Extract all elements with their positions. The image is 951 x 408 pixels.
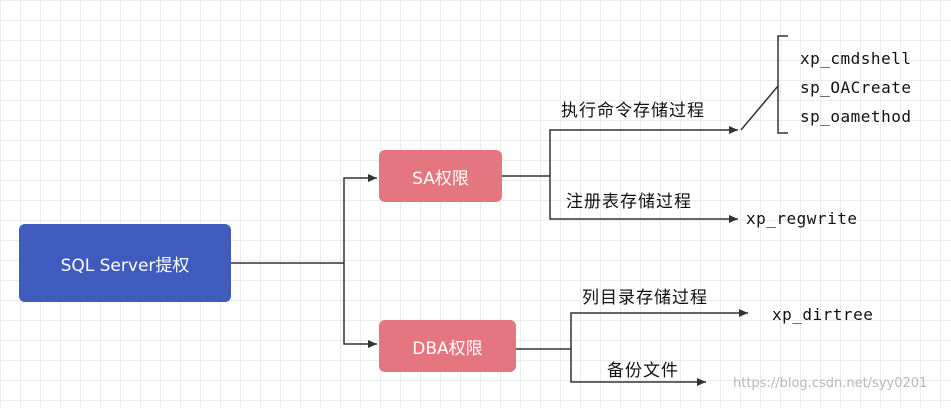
connector-root-to-dba [343,263,377,348]
connector-sa-to-reg [549,176,738,223]
exec-bracket-connector [740,85,779,131]
connector-sa-to-exec [549,126,738,176]
connector-root-to-sa [343,174,377,263]
procedure-xp-dirtree: xp_dirtree [772,305,874,324]
procedure-sp-oamethod: sp_oamethod [800,107,912,126]
registry-procedures-label: 注册表存储过程 [566,192,692,212]
procedure-sp-oacreate: sp_OACreate [800,78,912,97]
exec-command-procedures-label: 执行命令存储过程 [561,101,705,121]
backup-file-label: 备份文件 [607,361,679,381]
procedure-xp-regwrite: xp_regwrite [746,209,858,228]
connector-dba-to-dir [570,309,748,349]
procedure-xp-cmdshell: xp_cmdshell [800,49,912,68]
dba-permission-node: DBA权限 [379,320,516,372]
connector-dba-to-backup [570,349,706,386]
sa-permission-label: SA权限 [412,168,469,189]
watermark: https://blog.csdn.net/syy0201 [733,376,928,391]
sa-permission-node: SA权限 [379,150,502,202]
exec-bracket [777,35,788,134]
root-node: SQL Server提权 [19,224,231,302]
root-label: SQL Server提权 [60,255,190,276]
list-directory-procedures-label: 列目录存储过程 [582,288,708,308]
dba-permission-label: DBA权限 [412,338,483,359]
